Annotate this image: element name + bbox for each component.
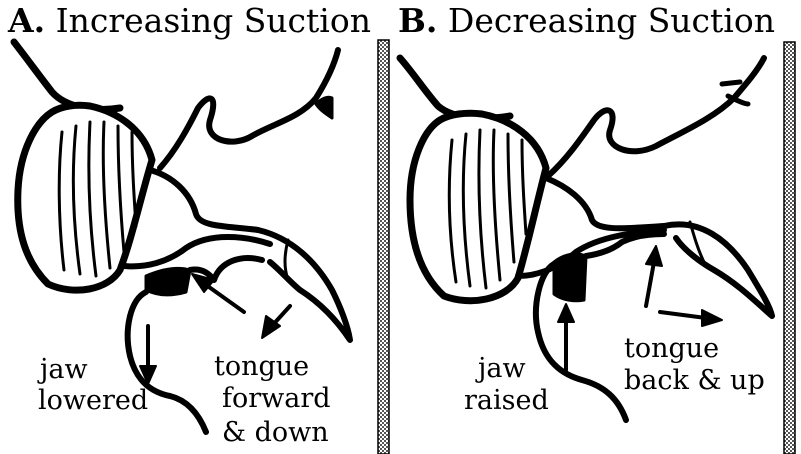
panel-a-jaw-blob bbox=[146, 268, 190, 294]
panel-b-jaw-label-line2: raised bbox=[464, 386, 549, 416]
panel-b-jaw-label-line1: jaw bbox=[478, 354, 526, 384]
panel-a-head-outline bbox=[14, 42, 120, 109]
panel-b-left-bar bbox=[378, 40, 389, 454]
panel-b-title-text: Decreasing Suction bbox=[448, 1, 775, 40]
panel-b-tongue-label-line1: tongue bbox=[624, 334, 719, 364]
panel-a-tongue-label-line1: tongue bbox=[214, 352, 309, 382]
panel-b-tongue bbox=[664, 224, 772, 316]
panel-b-jaw-blob bbox=[554, 254, 586, 301]
panel-a-title: A. Increasing Suction bbox=[8, 2, 371, 40]
panel-a-jaw-label-line2: lowered bbox=[38, 386, 148, 416]
panel-b-arrow-tongue-up bbox=[646, 262, 654, 306]
panel-a-jaw-label-line1: jaw bbox=[40, 355, 88, 385]
panel-a-mark bbox=[316, 97, 332, 118]
panel-b-head-outline bbox=[400, 58, 510, 118]
panel-b-title: B. Decreasing Suction bbox=[398, 2, 775, 40]
panel-a-tongue-label-line3: & down bbox=[222, 418, 329, 448]
panel-a-letter: A. bbox=[8, 1, 45, 40]
panel-a-tongue-label-line2: forward bbox=[222, 384, 331, 414]
panel-b-arrow-tongue-back bbox=[660, 312, 706, 318]
panel-b-letter: B. bbox=[398, 1, 437, 40]
panel-b-tongue-label-line2: back & up bbox=[624, 366, 765, 396]
panel-b-right-bar bbox=[784, 42, 795, 454]
panel-a-teat-neck bbox=[124, 237, 270, 266]
panel-b-palate bbox=[548, 58, 764, 176]
panel-a-title-text: Increasing Suction bbox=[56, 1, 371, 40]
panel-a-palate bbox=[160, 50, 338, 168]
